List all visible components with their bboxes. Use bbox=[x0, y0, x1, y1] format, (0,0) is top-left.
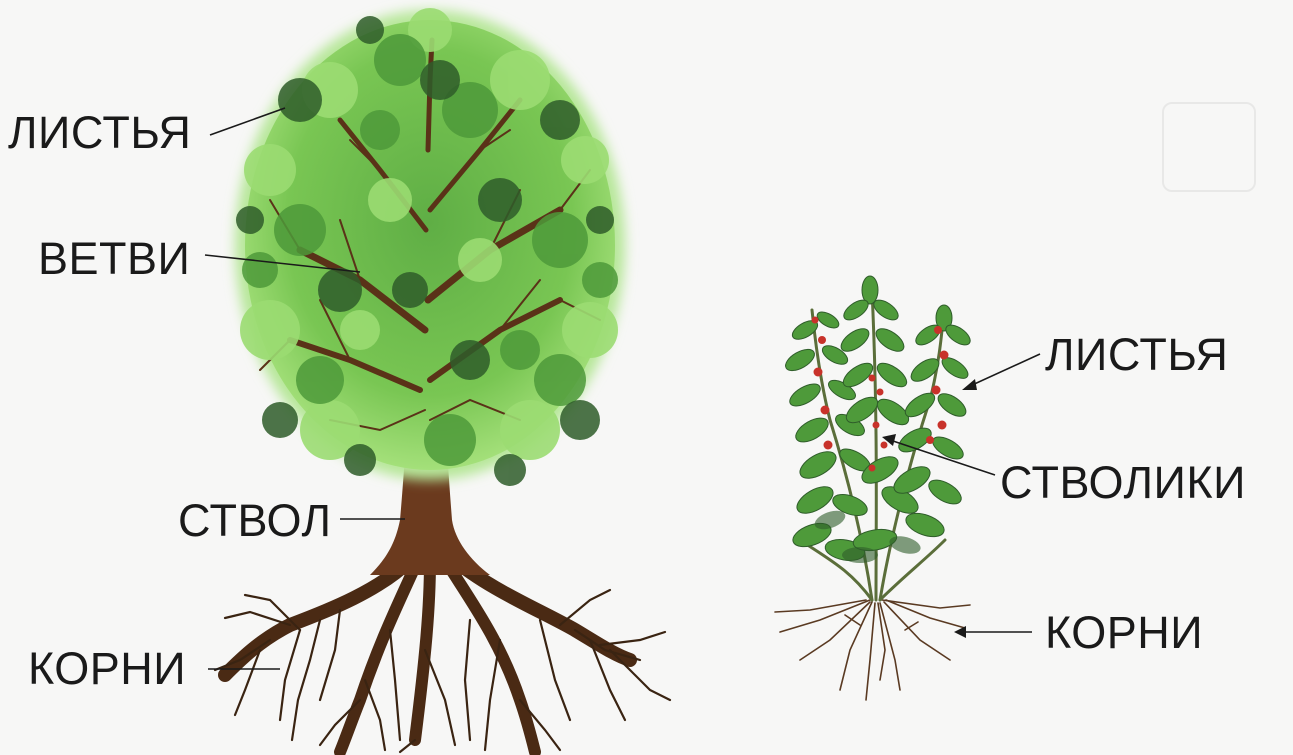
tree-roots-label: КОРНИ bbox=[28, 646, 186, 691]
tree-crown bbox=[235, 8, 625, 486]
tree-trunk-label: СТВОЛ bbox=[178, 498, 332, 543]
shrub-leaves bbox=[782, 276, 973, 563]
tree-roots bbox=[215, 558, 670, 752]
shrub-stems-label: СТВОЛИКИ bbox=[1000, 460, 1246, 505]
tree-branches-label: ВЕТВИ bbox=[38, 236, 190, 281]
shrub-roots-label: КОРНИ bbox=[1045, 610, 1203, 655]
shrub-leaves-label: ЛИСТЬЯ bbox=[1045, 332, 1228, 377]
shrub-roots bbox=[775, 600, 970, 700]
tree bbox=[205, 8, 670, 752]
tree-leaves-label: ЛИСТЬЯ bbox=[8, 110, 191, 155]
